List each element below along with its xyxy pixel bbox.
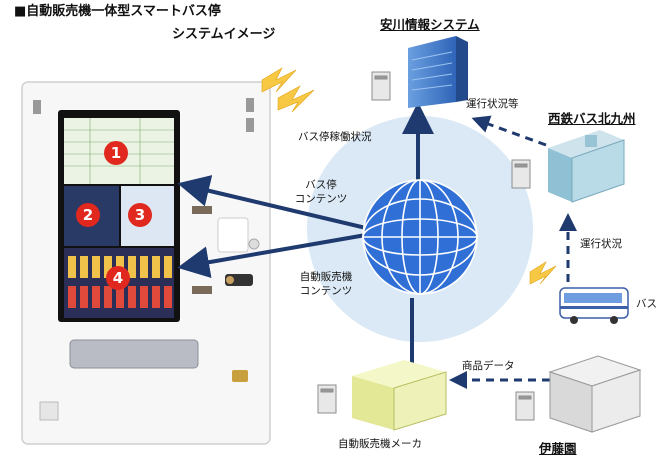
vendor-label: 自動販売機メーカ <box>338 438 422 450</box>
vending-content-line1: 自動販売機 <box>299 271 353 283</box>
data-flow-arrows <box>177 102 577 389</box>
operation-status-etc-label: 運行状況等 <box>466 98 519 110</box>
nishitetsu-label: 西鉄バス北九州 <box>548 111 636 126</box>
vending-maker-building-icon <box>352 360 447 431</box>
itoen-label: 伊藤園 <box>539 441 577 456</box>
bus-stop-status-label: バス停稼働状況 <box>298 131 372 143</box>
bus-stop-content-label: バス停 コンテンツ <box>286 178 356 206</box>
bus-label: バス <box>636 298 657 310</box>
itoen-building-icon <box>548 355 642 433</box>
operation-status-label: 運行状況 <box>580 238 622 250</box>
server-icon <box>317 71 535 421</box>
vending-content-line2: コンテンツ <box>299 285 353 297</box>
nishitetsu-building-icon <box>548 130 625 203</box>
diagram-title-line2: システムイメージ <box>172 27 276 42</box>
screen-area-1-badge: 1 <box>104 141 128 165</box>
vending-content-label: 自動販売機 コンテンツ <box>286 270 366 298</box>
screen-area-2-badge: 2 <box>76 203 100 227</box>
bus-stop-content-line2: コンテンツ <box>294 193 348 205</box>
vending-machine <box>21 81 271 445</box>
wireless-signal-icon <box>261 67 315 113</box>
screen-area-3-badge: 3 <box>128 203 152 227</box>
internet-globe-icon <box>362 179 478 295</box>
bus-signal-icon <box>529 261 557 285</box>
bus-icon <box>559 287 629 324</box>
diagram-title-line1: ■自動販売機一体型スマートバス停 <box>14 4 221 19</box>
screen-area-4-badge: 4 <box>106 266 130 290</box>
bus-stop-content-line1: バス停 <box>305 179 337 191</box>
product-data-label: 商品データ <box>462 360 515 372</box>
yasukawa-building-icon <box>408 36 468 108</box>
yasukawa-label: 安川情報システム <box>380 17 480 32</box>
